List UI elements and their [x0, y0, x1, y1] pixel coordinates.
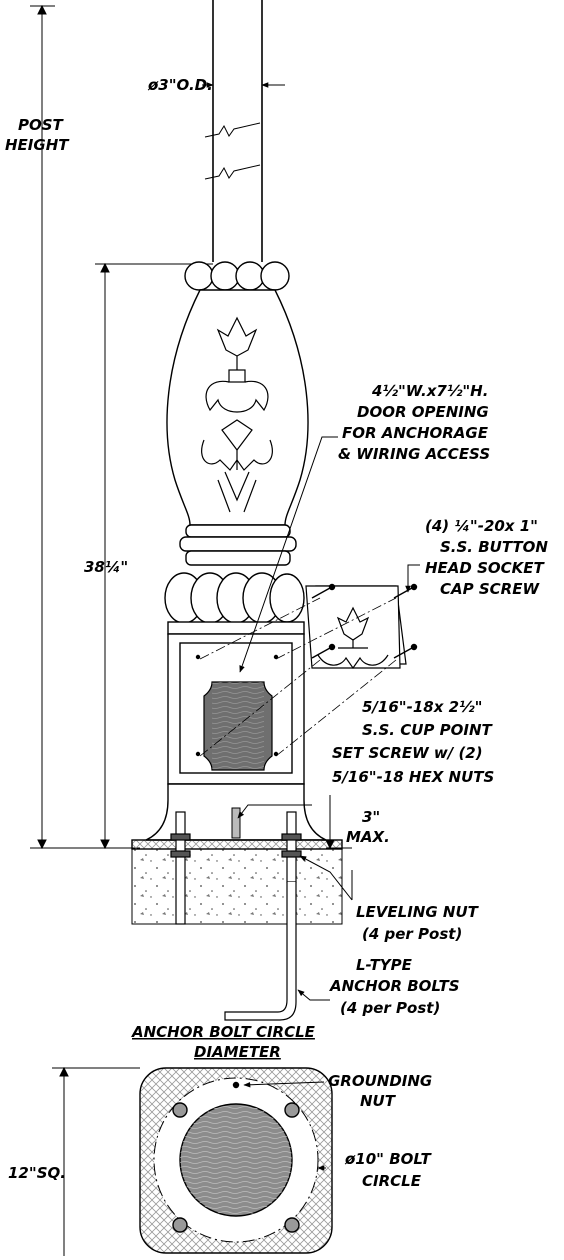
door-opening: [195, 654, 279, 771]
set-screw-label-2: S.S. CUP POINT: [362, 721, 494, 739]
cap-screws: [311, 583, 418, 659]
door-label-3: FOR ANCHORAGE: [342, 424, 489, 442]
post-height-dimension: [30, 4, 140, 850]
abc-label-1: ANCHOR BOLT CIRCLE: [131, 1023, 316, 1041]
plan-view: [139, 1067, 333, 1254]
bolt-circle-label-1: ø10" BOLT: [344, 1150, 432, 1168]
cover-plate: [305, 585, 407, 670]
door-label-4: & WIRING ACCESS: [338, 445, 490, 463]
post-height-label-1: POST: [18, 116, 65, 134]
cap-screw-label-1: (4) ¼"-20x 1": [425, 517, 538, 535]
anchor-label-3: (4 per Post): [340, 999, 440, 1017]
base-height-label: 38¼": [84, 558, 128, 576]
door-label-1: 4½"W.x7½"H.: [371, 382, 488, 400]
concrete-foundation: [131, 848, 343, 925]
set-screw-label-3: SET SCREW w/ (2): [332, 744, 483, 762]
set-screw: [231, 804, 312, 839]
cap-screw-label-2: S.S. BUTTON: [440, 538, 548, 556]
od-label: ø3"O.D.: [147, 76, 213, 94]
max-label-1: 3": [362, 808, 380, 826]
anchor-label-1: L-TYPE: [356, 956, 413, 974]
square-label: 12"SQ.: [8, 1164, 66, 1182]
grounding-label-2: NUT: [360, 1092, 397, 1110]
square-dimension: [52, 1066, 140, 1256]
post-height-label-2: HEIGHT: [5, 136, 70, 154]
leveling-label-1: LEVELING NUT: [356, 903, 480, 921]
anchor-label-2: ANCHOR BOLTS: [329, 977, 460, 995]
leveling-label-2: (4 per Post): [362, 925, 462, 943]
door-leader: [239, 436, 338, 673]
grounding-leader: [243, 1081, 325, 1088]
grounding-label-1: GROUNDING: [328, 1072, 432, 1090]
set-screw-label-1: 5/16"-18x 2½": [362, 698, 482, 716]
abc-label-2: DIAMETER: [194, 1043, 281, 1061]
anchor-leader: [297, 989, 330, 1001]
door-label-2: DOOR OPENING: [357, 403, 489, 421]
cap-screw-label-3: HEAD SOCKET: [425, 559, 546, 577]
cap-screw-leader: [405, 564, 420, 593]
anchor-bolts: [170, 811, 302, 1021]
max-dimension: [325, 795, 352, 850]
leveling-leader: [299, 855, 353, 901]
set-screw-label-4: 5/16"-18 HEX NUTS: [332, 768, 494, 786]
bolt-circle-label-2: CIRCLE: [362, 1172, 422, 1190]
alignment-lines: [199, 597, 397, 757]
post: [204, 0, 263, 262]
cap-screw-label-4: CAP SCREW: [440, 580, 540, 598]
max-label-2: MAX.: [346, 828, 390, 846]
vase-ornament: [201, 316, 273, 513]
